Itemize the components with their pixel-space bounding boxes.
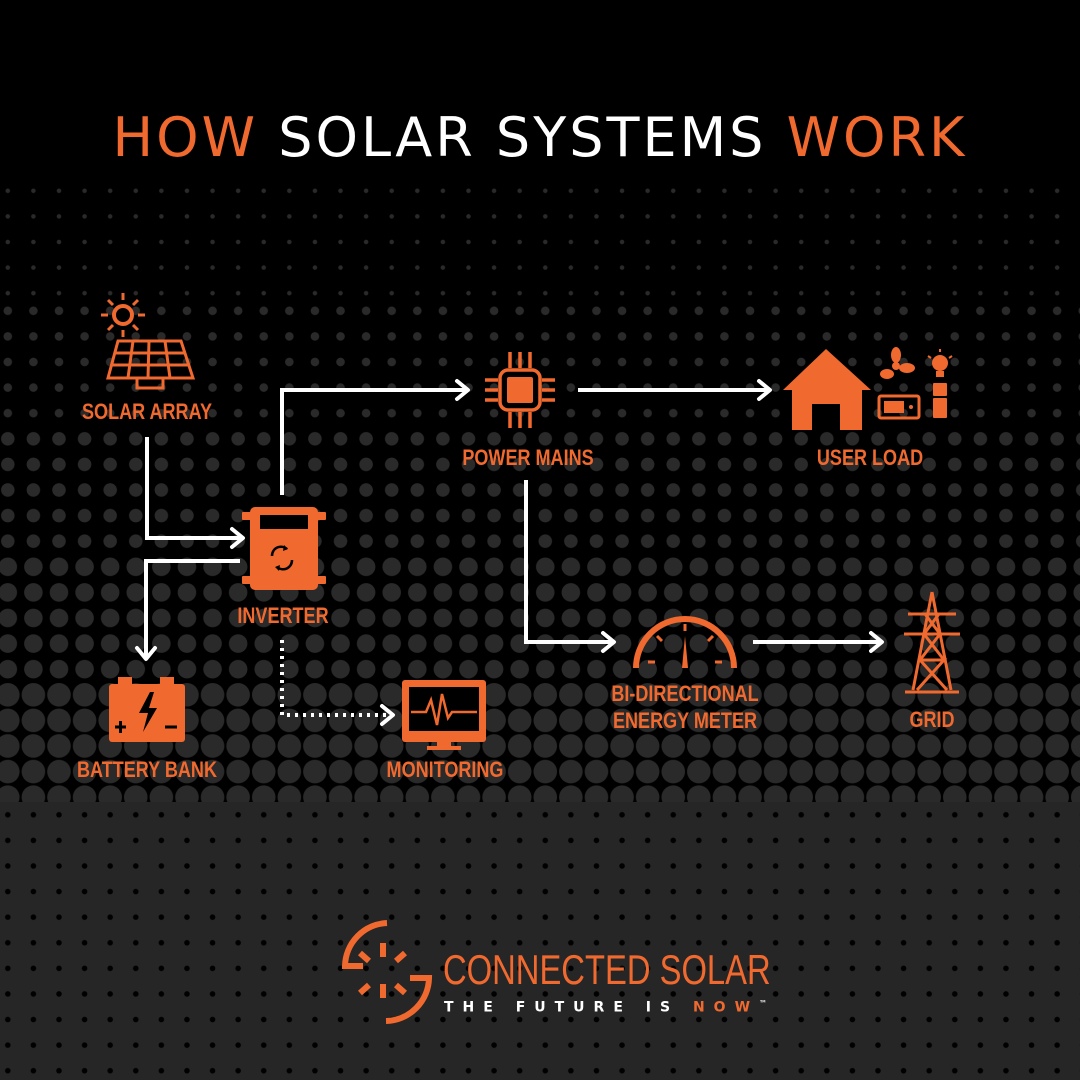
diamond-pattern-background <box>0 802 1080 1080</box>
chip-icon <box>485 352 555 428</box>
sun-logo-icon <box>341 920 433 1024</box>
solar-panel-icon <box>106 339 196 390</box>
monitor-icon <box>402 680 486 750</box>
title-how: HOW <box>112 106 259 169</box>
dot-pattern-background <box>0 554 1080 682</box>
arrow-inverter-to-mains <box>280 388 468 495</box>
solar-array-label: SOLAR ARRAY <box>82 399 212 424</box>
sun-icon <box>101 293 145 337</box>
fridge-icon <box>933 383 947 418</box>
monitoring-label: MONITORING <box>386 757 504 782</box>
grid-label: GRID <box>909 707 955 732</box>
page-title: HOW SOLAR SYSTEMS WORK <box>0 106 1080 170</box>
arrow-mains-to-meter <box>524 480 614 644</box>
user-load-label: USER LOAD <box>816 445 924 470</box>
transmission-tower-icon <box>904 591 960 694</box>
brand-tagline: THE FUTURE IS NOW™ <box>444 996 767 1016</box>
inverter-label: INVERTER <box>237 603 329 628</box>
battery-icon <box>109 677 185 742</box>
tagline-part1: THE FUTURE IS <box>444 999 680 1016</box>
arrow-inverter-to-monitoring <box>280 640 392 717</box>
trademark: ™ <box>759 999 768 1008</box>
title-solar-systems: SOLAR SYSTEMS <box>278 106 767 169</box>
title-work: WORK <box>786 106 968 169</box>
fan-icon <box>880 347 915 379</box>
tagline-part2: NOW <box>692 999 760 1016</box>
light-bulb-icon <box>927 349 953 377</box>
tv-icon <box>877 394 921 420</box>
dot-pattern-background <box>0 426 1080 554</box>
inverter-icon <box>242 507 326 590</box>
gauge-icon <box>633 616 737 669</box>
meter-label-line1: BI-DIRECTIONAL <box>611 681 759 706</box>
house-icon <box>783 349 871 430</box>
flow-arrows <box>135 379 884 726</box>
brand-name: CONNECTED SOLAR <box>443 946 771 993</box>
arrow-solar-to-inverter <box>145 437 243 540</box>
dot-pattern-background <box>0 178 1080 298</box>
power-mains-label: POWER MAINS <box>462 445 594 470</box>
meter-label-line2: ENERGY METER <box>612 708 758 733</box>
battery-bank-label: BATTERY BANK <box>77 757 217 782</box>
arrow-inverter-to-battery <box>144 559 240 658</box>
